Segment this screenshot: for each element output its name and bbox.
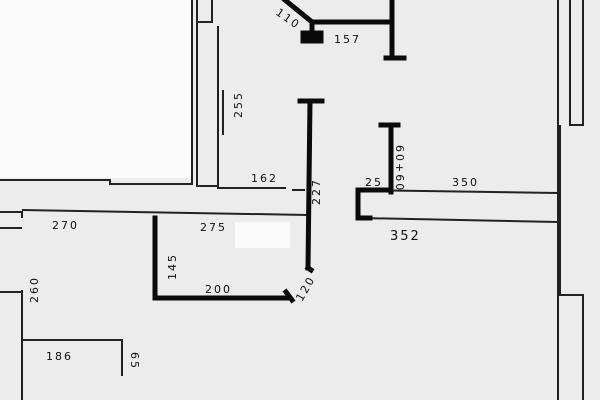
dim-65: 65 (128, 352, 141, 370)
thick-walls (152, 0, 407, 304)
dim-145: 145 (166, 253, 179, 280)
dim-227: 227 (310, 178, 323, 205)
dim-255: 255 (232, 91, 245, 118)
dim-186: 186 (46, 350, 73, 363)
dim-60-60: 60+60 (393, 145, 406, 192)
thin-walls (0, 0, 584, 400)
dim-157: 157 (334, 33, 361, 46)
dim-25: 25 (365, 176, 383, 189)
dim-162: 162 (251, 172, 278, 185)
correction-patch (235, 222, 290, 248)
dim-120: 120 (293, 274, 318, 304)
dim-275: 275 (200, 221, 227, 234)
dim-352: 352 (390, 229, 421, 244)
dim-260: 260 (28, 276, 41, 303)
dim-270: 270 (52, 219, 79, 232)
blank-paper-area (0, 0, 192, 178)
dim-350: 350 (452, 176, 479, 189)
dim-200: 200 (205, 283, 232, 296)
